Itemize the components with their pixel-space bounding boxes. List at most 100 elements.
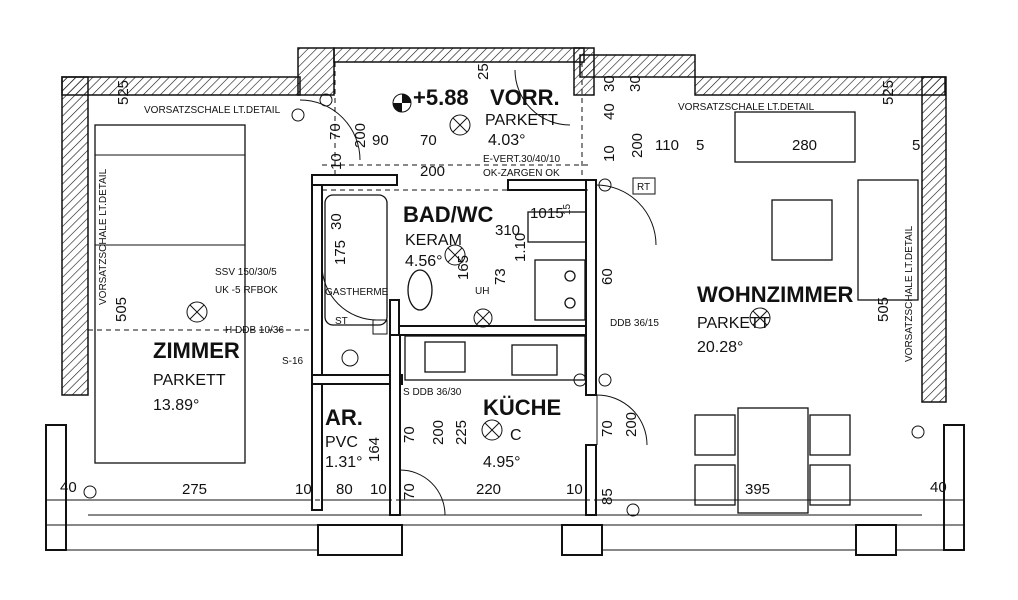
light-icon [473, 308, 493, 328]
dim-30-c: 30 [627, 75, 644, 92]
dim-10-f: 10 [601, 145, 618, 162]
dim-110-b: 1.10 [512, 233, 529, 262]
bad-area: 4.56° [405, 253, 443, 270]
note-vorsatz-top-right: VORSATZSCHALE LT.DETAIL [678, 102, 815, 113]
dim-275: 275 [182, 481, 207, 498]
kitchen-counter [404, 335, 586, 381]
pier-right [943, 424, 965, 551]
dim-200-a: 200 [352, 123, 369, 148]
vorraum-name: VORR. [490, 85, 560, 110]
note-gastherme: GASTHERME [325, 287, 389, 298]
dim-220: 220 [476, 481, 501, 498]
zimmer-floor: PARKETT [153, 372, 226, 389]
bed [94, 124, 246, 464]
dim-175: 175 [332, 240, 349, 265]
dim-225: 225 [453, 420, 470, 445]
dim-90: 90 [372, 132, 389, 149]
wall-right [921, 76, 947, 403]
wall-top-right-a [579, 54, 696, 78]
lower-exterior [45, 424, 965, 556]
dim-280: 280 [792, 137, 817, 154]
dim-200-b: 200 [420, 163, 445, 180]
dim-73: 73 [492, 268, 509, 285]
note-ddb: DDB 36/15 [610, 318, 659, 329]
dim-10-d: 10 [328, 153, 345, 170]
kueche-floor: C [510, 427, 522, 444]
note-rt: RT [637, 182, 650, 193]
dim-310: 310 [495, 222, 520, 239]
light-icon [749, 307, 771, 329]
dim-525-left: 525 [115, 80, 132, 105]
base-block-2 [561, 524, 603, 556]
dim-5-b: 5 [912, 137, 920, 154]
zimmer-name: ZIMMER [153, 338, 240, 363]
base-block-1 [317, 524, 403, 556]
light-fixtures [186, 114, 771, 441]
dim-525-right: 525 [880, 80, 897, 105]
note-hddb: H DDB 10/36 [225, 325, 284, 336]
note-st: ST [335, 316, 348, 327]
dim-5-a: 5 [696, 137, 704, 154]
dim-30-b: 30 [328, 213, 345, 230]
chair-1 [694, 414, 736, 456]
dim-10-b: 10 [370, 481, 387, 498]
toilet [407, 269, 433, 311]
wall-ar-east [389, 334, 401, 516]
note-vorsatz-left: VORSATZSCHALE LT.DETAIL [98, 168, 109, 305]
note-s16: S-16 [282, 356, 304, 367]
note-uk: UK -5 RFBOK [215, 285, 278, 296]
chair-2 [694, 464, 736, 506]
dim-25: 25 [475, 63, 492, 80]
wall-top-right [694, 76, 946, 96]
dim-15-b: 15 [562, 203, 573, 215]
zimmer-area: 13.89° [153, 397, 199, 414]
base-block-3 [855, 524, 897, 556]
dim-15: 15 [547, 205, 564, 222]
vorraum-area: 4.03° [488, 132, 526, 149]
dim-10-c: 10 [566, 481, 583, 498]
cooktop [511, 344, 558, 376]
dim-10-a: 10 [295, 481, 312, 498]
chair-4 [809, 464, 851, 506]
dim-80: 80 [336, 481, 353, 498]
dim-200-c: 200 [629, 133, 646, 158]
dimensions: 525 525 505 505 275 10 80 10 220 10 85 3… [60, 63, 947, 505]
basin [527, 211, 587, 243]
dim-505-right: 505 [875, 297, 892, 322]
ar-floor: PVC [325, 434, 358, 451]
wall-bad-north-a [311, 174, 398, 186]
note-vorsatz-right: VORSATZSCHALE LT.DETAIL [904, 225, 915, 362]
wall-top-mid-left [297, 47, 335, 96]
dim-30-a: 30 [601, 75, 618, 92]
kueche-name: KÜCHE [483, 395, 561, 420]
light-icon [444, 244, 466, 266]
sofa [734, 111, 856, 163]
dim-395: 395 [745, 481, 770, 498]
dim-200-e: 200 [623, 412, 640, 437]
dim-110: 110 [655, 137, 679, 154]
outlet-symbols [83, 93, 925, 517]
dim-70-b: 70 [327, 123, 344, 140]
wall-top-left [61, 76, 301, 96]
dim-70-e: 70 [401, 483, 418, 500]
light-icon [186, 301, 208, 323]
level-value: +5.88 [413, 85, 469, 110]
dim-40-a: 40 [601, 103, 618, 120]
light-icon [481, 419, 503, 441]
dim-164: 164 [366, 437, 383, 462]
wohnzimmer-floor: PARKETT [697, 315, 770, 332]
dim-165: 165 [455, 255, 472, 280]
wall-top-mid [333, 47, 585, 63]
dim-70-d: 70 [599, 420, 616, 437]
exterior-walls [61, 47, 947, 403]
chair-3 [809, 414, 851, 456]
dim-60: 60 [599, 268, 616, 285]
door-swings [299, 69, 657, 516]
bad-floor: KERAM [405, 232, 462, 249]
ar-name: AR. [325, 405, 363, 430]
dim-505-left: 505 [113, 297, 130, 322]
dim-200-d: 200 [430, 420, 447, 445]
kueche-area: 4.95° [483, 454, 521, 471]
wall-ar-north [311, 374, 403, 385]
